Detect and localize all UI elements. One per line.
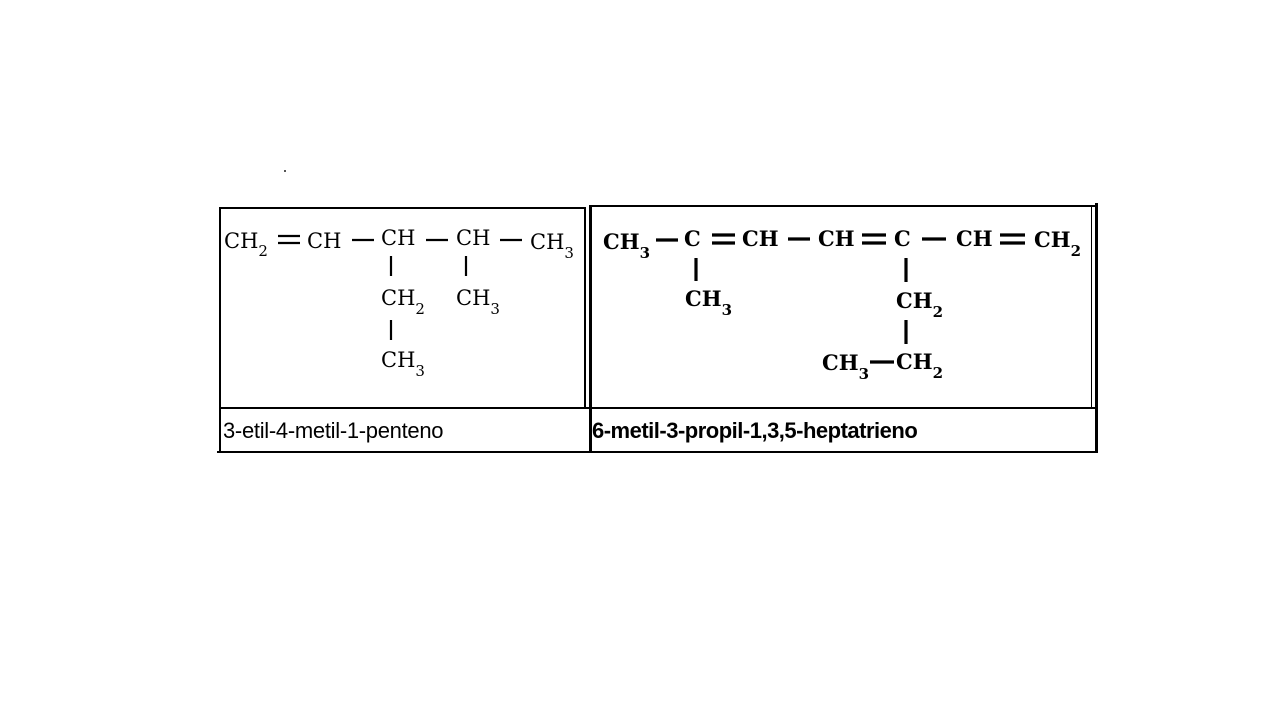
atom-c6: C — [684, 226, 701, 251]
atom-c1: CH2 — [1034, 227, 1081, 260]
table-border-bottom — [217, 451, 1098, 453]
atom-propyl-ch3: CH3 — [822, 350, 869, 383]
structure-6-metil-3-propil-heptatrieno: CH3 C CH CH C CH CH2 CH3 CH2 CH2 CH3 — [603, 226, 1081, 383]
atom-c7: CH3 — [603, 229, 650, 262]
atom-ethyl-ch2: CH2 — [381, 286, 425, 318]
atom-propyl-ch2-b: CH2 — [896, 349, 943, 382]
table-border-inner-left — [584, 207, 586, 407]
compound-name-left: 3-etil-4-metil-1-penteno — [223, 418, 444, 443]
atom-c5: CH3 — [530, 230, 574, 262]
table-border-mid — [589, 205, 592, 451]
stray-dot — [284, 170, 286, 172]
atom-c1: CH2 — [224, 229, 268, 260]
atom-c2: CH — [956, 226, 993, 251]
atom-c3: C — [894, 226, 911, 251]
table-border-top-right — [590, 205, 1097, 207]
compound-name-right: 6-metil-3-propil-1,3,5-heptatrieno — [592, 418, 918, 443]
atom-c2: CH — [307, 229, 341, 253]
atom-c4: CH — [818, 226, 855, 251]
table-border-top-left — [219, 207, 585, 209]
table-border-right — [1095, 203, 1098, 453]
table-border-inner-right — [1091, 207, 1092, 407]
table-border-row-divider — [219, 407, 1097, 409]
atom-c3: CH — [381, 226, 415, 250]
atom-propyl-ch2-a: CH2 — [896, 288, 943, 321]
atom-c5: CH — [742, 226, 779, 251]
atom-c4: CH — [456, 226, 490, 250]
atom-methyl-ch3: CH3 — [685, 286, 732, 319]
table-border-left — [219, 207, 221, 453]
atom-ethyl-ch3: CH3 — [381, 348, 425, 380]
structure-3-etil-4-metil-1-penteno: CH2 CH CH CH CH3 CH2 CH3 CH3 — [224, 226, 574, 380]
atom-methyl-ch3: CH3 — [456, 286, 500, 318]
